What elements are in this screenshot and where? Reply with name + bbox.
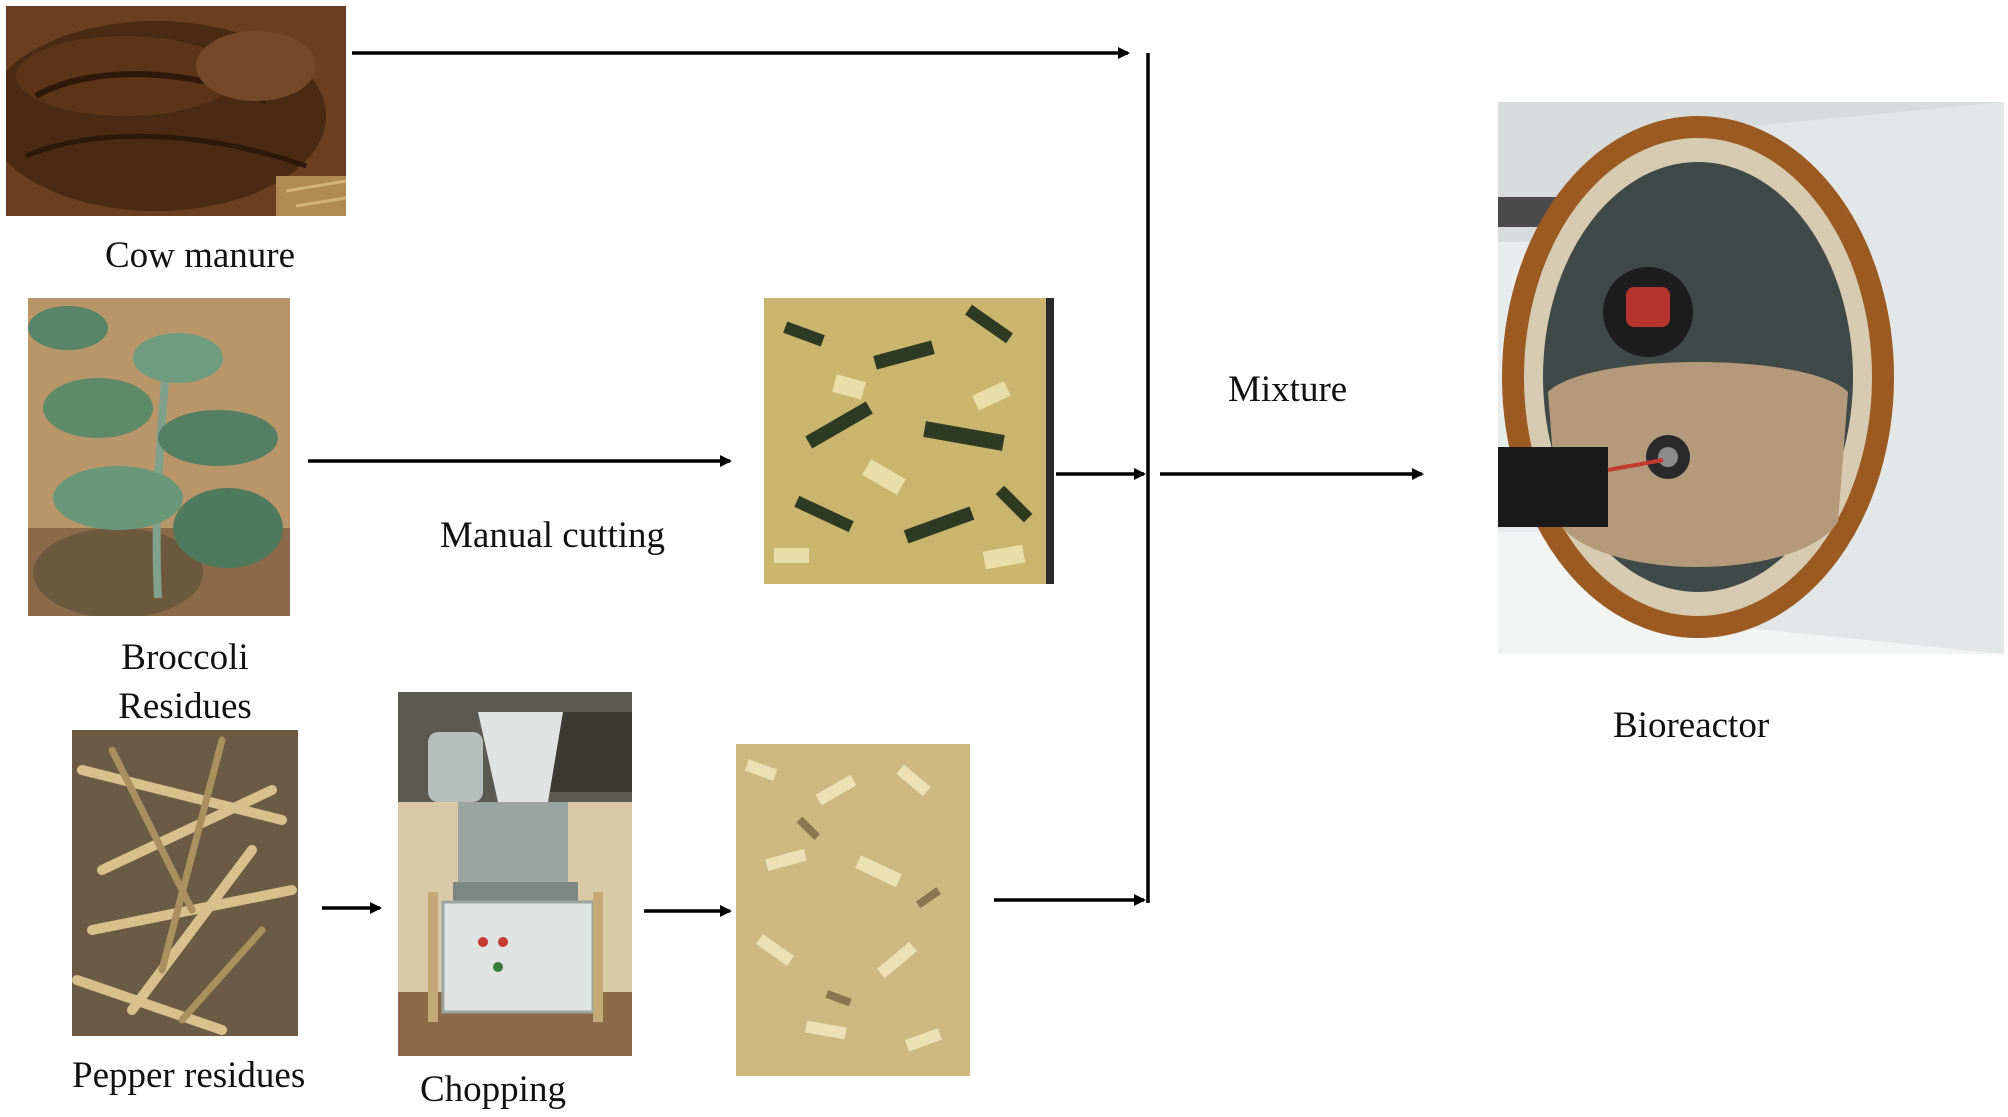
pepper-residues-photo xyxy=(72,730,298,1036)
manual-cutting-label: Manual cutting xyxy=(440,515,666,556)
bioreactor-photo xyxy=(1498,102,2004,654)
broccoli-label-line1: Broccoli xyxy=(121,637,249,678)
mixture-label: Mixture xyxy=(1228,369,1348,410)
cow-manure-photo xyxy=(6,6,346,216)
chopping-label: Chopping xyxy=(420,1069,566,1110)
chopped-broccoli-photo xyxy=(764,298,1054,584)
broccoli-label-line2: Residues xyxy=(118,686,252,727)
pepper-residues-label: Pepper residues xyxy=(72,1055,306,1096)
bioreactor-label: Bioreactor xyxy=(1613,705,1770,746)
cow-manure-label: Cow manure xyxy=(104,235,296,276)
broccoli-residues-photo xyxy=(28,298,290,616)
chopping-machine-photo xyxy=(398,692,632,1056)
chopped-pepper-photo xyxy=(736,744,970,1076)
